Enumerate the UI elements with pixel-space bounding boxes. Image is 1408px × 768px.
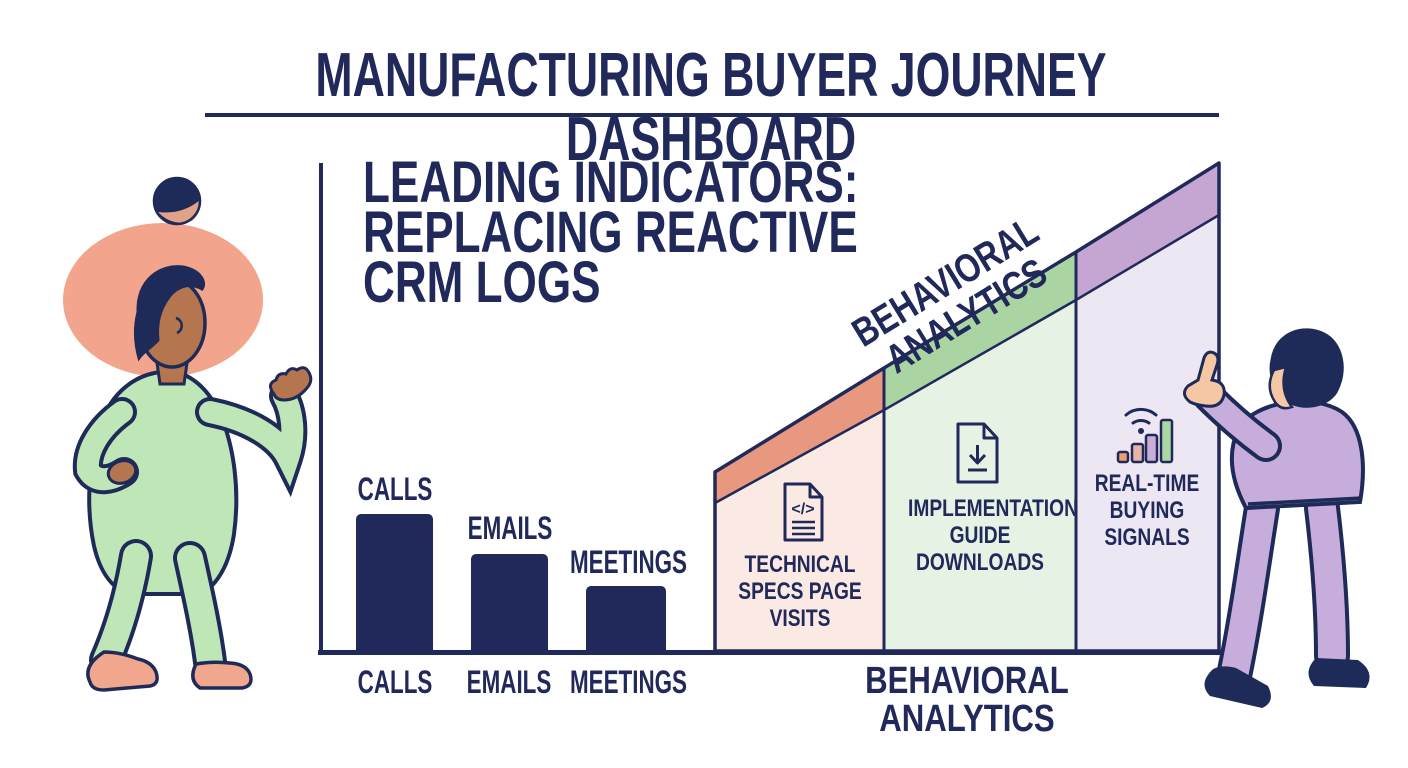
implementation-guide-panel [884, 300, 1076, 651]
head [1268, 328, 1344, 410]
buying-signals-panel [1076, 215, 1219, 651]
left-person-illustration [63, 176, 313, 692]
bar-top-label-meetings: MEETINGS [570, 544, 687, 580]
signal-strength-icon [1116, 408, 1174, 464]
bar-top-label-emails: EMAILS [467, 510, 553, 546]
waist-line [1247, 496, 1363, 506]
code-document-icon: </> [783, 482, 824, 542]
technical-specs-stripe [715, 368, 884, 503]
subtitle-line-1: LEADING INDICATORS: [363, 150, 859, 215]
bar-calls [356, 514, 433, 651]
pointing-arm [1183, 350, 1282, 462]
ear [175, 316, 183, 335]
hip-hand [106, 459, 138, 485]
subtitle-line-2: REPLACING REACTIVE [363, 200, 858, 265]
pointing-hand [1183, 350, 1226, 408]
shoes [1204, 658, 1370, 708]
bar-top-label-calls: CALLS [357, 471, 433, 507]
bar-meetings [586, 586, 666, 651]
implementation-guide-stripe [884, 252, 1076, 410]
wedge-outline [713, 161, 1221, 653]
axis-label-emails: EMAILS [466, 664, 552, 700]
floating-head [152, 176, 202, 226]
subtitle-line-3: CRM LOGS [363, 250, 601, 315]
axis-label-calls: CALLS [357, 664, 433, 700]
stripe-divider-line [714, 213, 1220, 505]
face-profile [1268, 365, 1295, 410]
legs [1216, 490, 1350, 694]
segment-label-implementation-guide: IMPLEMENTATION GUIDE DOWNLOADS [908, 495, 1078, 576]
segment-label-buying-signals: REAL-TIME BUYING SIGNALS [1094, 470, 1200, 551]
chart-y-axis [319, 163, 323, 652]
svg-text:</>: </> [791, 501, 814, 518]
buying-signals-stripe [1076, 163, 1219, 300]
axis-label-behavioral-analytics: BEHAVIORAL ANALYTICS [865, 660, 1069, 740]
head [134, 265, 207, 386]
legs [89, 539, 227, 679]
shoes [86, 650, 253, 692]
right-person-illustration [1183, 328, 1370, 708]
download-document-icon [956, 422, 999, 484]
akimbo-arm [72, 397, 139, 495]
chart-subtitle: LEADING INDICATORS: REPLACING REACTIVE C… [363, 150, 1015, 315]
bar-emails [471, 554, 548, 651]
axis-label-meetings: MEETINGS [570, 664, 687, 700]
segment-label-technical-specs: TECHNICAL SPECS PAGE VISITS [738, 551, 862, 632]
raised-arm [195, 366, 313, 498]
title-underline [205, 113, 1219, 117]
technical-specs-panel [715, 410, 884, 651]
hair [134, 265, 206, 362]
page-title: MANUFACTURING BUYER JOURNEY DASHBOARD [315, 41, 1107, 174]
open-hand [269, 366, 313, 402]
